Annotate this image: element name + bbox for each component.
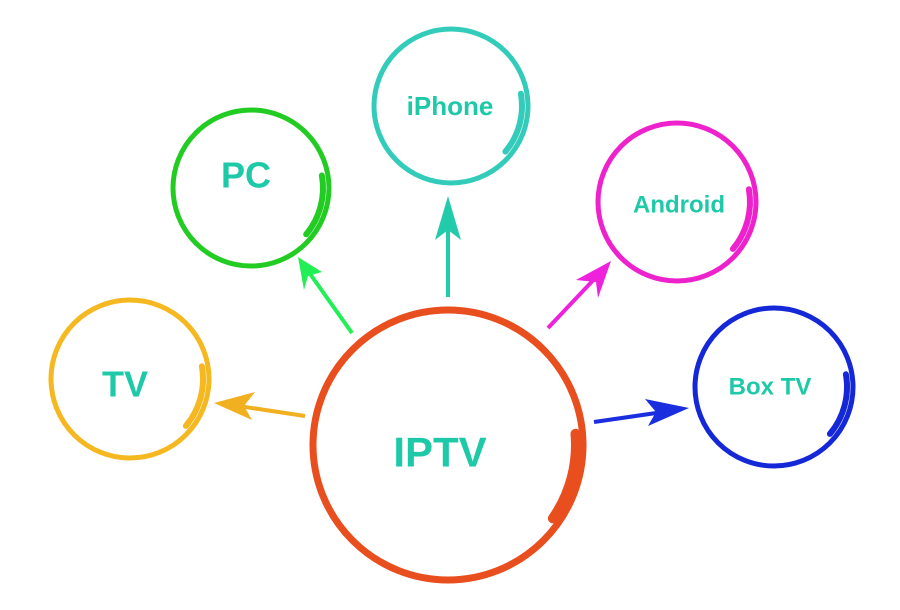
iphone-label: iPhone bbox=[407, 91, 494, 121]
android-node: Android bbox=[595, 120, 759, 284]
iphone-arrow bbox=[435, 196, 461, 297]
iptv-label: IPTV bbox=[393, 429, 486, 476]
boxtv-arrow bbox=[593, 399, 689, 426]
tv-brush-stroke bbox=[182, 363, 206, 429]
iptv-node: IPTV bbox=[309, 306, 587, 584]
iphone-node: iPhone bbox=[371, 26, 531, 186]
pc-node: PC bbox=[170, 107, 332, 269]
iptv-circle bbox=[309, 306, 587, 584]
boxtv-label: Box TV bbox=[729, 374, 812, 401]
pc-circle bbox=[170, 107, 332, 269]
boxtv-brush-stroke bbox=[826, 371, 850, 437]
iptv-brush-stroke bbox=[547, 428, 581, 524]
pc-arrow bbox=[298, 257, 354, 335]
tv-label: TV bbox=[102, 364, 148, 405]
pc-brush-stroke bbox=[303, 172, 326, 238]
tv-arrow bbox=[214, 392, 306, 420]
iphone-circle bbox=[371, 26, 531, 186]
android-circle bbox=[595, 120, 759, 284]
android-brush-stroke bbox=[729, 186, 753, 252]
boxtv-node: Box TV bbox=[692, 305, 856, 469]
boxtv-circle bbox=[692, 305, 856, 469]
pc-label: PC bbox=[221, 155, 271, 196]
android-arrow bbox=[546, 261, 611, 330]
iphone-brush-stroke bbox=[502, 90, 525, 155]
android-label: Android bbox=[633, 192, 725, 219]
tv-node: TV bbox=[48, 297, 212, 461]
tv-circle bbox=[48, 297, 212, 461]
